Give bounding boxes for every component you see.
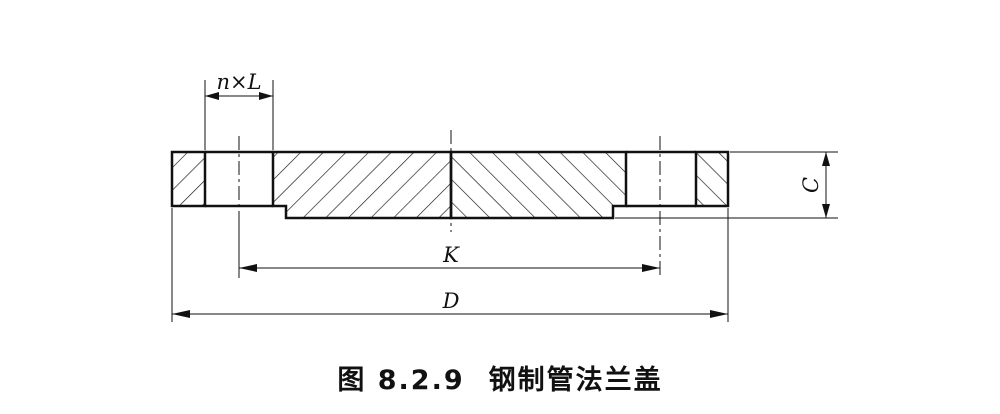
bolt-hole-label: n×L [216, 70, 261, 94]
left-bolt-hole [205, 136, 273, 220]
outer-diameter-dimension: D [171, 208, 729, 322]
central-body-section [271, 130, 628, 232]
figure-number: 图 8.2.9 [337, 365, 465, 396]
figure-caption: 图 8.2.9 钢制管法兰盖 [0, 358, 1000, 397]
thickness-dimension: C [615, 151, 838, 219]
left-ring-section [170, 150, 207, 208]
bolt-circle-label: K [442, 243, 460, 267]
outer-diameter-label: D [442, 289, 460, 313]
bolt-hole-dimension: n×L [204, 70, 274, 150]
thickness-label: C [799, 177, 823, 193]
bolt-circle-dimension: K [238, 220, 660, 278]
right-bolt-hole [626, 136, 696, 276]
figure-title: 钢制管法兰盖 [488, 365, 663, 396]
right-ring-section [694, 150, 730, 208]
